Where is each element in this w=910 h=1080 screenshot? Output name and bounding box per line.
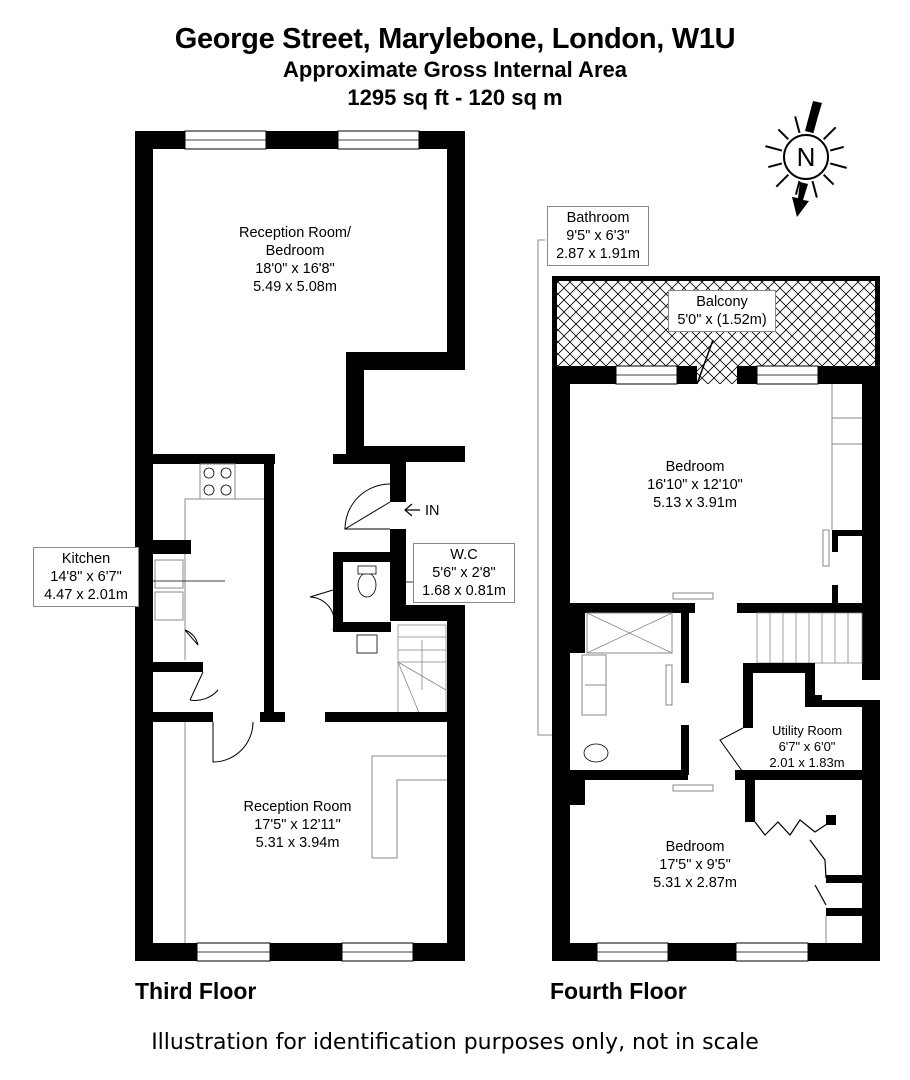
- room-label-wc: W.C 5'6" x 2'8" 1.68 x 0.81m: [413, 543, 515, 603]
- room-metric: 2.87 x 1.91m: [556, 246, 640, 262]
- room-metric: 5.49 x 5.08m: [253, 279, 337, 295]
- compass-north-label: N: [796, 142, 816, 172]
- room-label-bathroom: Bathroom 9'5" x 6'3" 2.87 x 1.91m: [547, 206, 649, 266]
- room-metric: 5.31 x 2.87m: [653, 875, 737, 891]
- room-label-reception: Reception Room 17'5" x 12'11" 5.31 x 3.9…: [225, 798, 370, 852]
- floor-label-fourth: Fourth Floor: [550, 978, 687, 1004]
- room-metric: 5.31 x 3.94m: [255, 835, 340, 851]
- room-metric: 1.68 x 0.81m: [422, 583, 506, 599]
- room-imperial: 14'8" x 6'7": [50, 569, 122, 585]
- room-metric: 5.13 x 3.91m: [653, 495, 737, 511]
- room-name: Balcony: [696, 294, 748, 310]
- room-metric: 2.01 x 1.83m: [769, 755, 845, 770]
- property-title: George Street, Marylebone, London, W1U: [174, 23, 736, 55]
- room-label-reception-bedroom: Reception Room/ Bedroom 18'0" x 16'8" 5.…: [220, 224, 370, 296]
- room-name: Bedroom: [665, 459, 725, 475]
- room-label-bedroom-2: Bedroom 17'5" x 9'5" 5.31 x 2.87m: [645, 838, 745, 892]
- room-name: Bedroom: [665, 839, 725, 855]
- entrance-label: IN: [425, 503, 440, 519]
- room-name: Reception Room/: [238, 225, 352, 241]
- room-imperial: 5'0" x (1.52m): [677, 312, 767, 328]
- room-name: Utility Room: [771, 723, 843, 738]
- room-imperial: 16'10" x 12'10": [647, 477, 743, 493]
- room-imperial: 18'0" x 16'8": [255, 261, 335, 277]
- third-floor-plan: [60, 130, 465, 962]
- room-name: W.C: [450, 547, 478, 563]
- room-label-balcony: Balcony 5'0" x (1.52m): [668, 290, 776, 332]
- compass-icon: [765, 101, 847, 217]
- header: George Street, Marylebone, London, W1U A…: [0, 22, 910, 112]
- room-label-kitchen: Kitchen 14'8" x 6'7" 4.47 x 2.01m: [33, 547, 139, 607]
- room-imperial: 5'6" x 2'8": [432, 565, 496, 581]
- room-name: Reception Room: [243, 799, 352, 815]
- room-label-bedroom-1: Bedroom 16'10" x 12'10" 5.13 x 3.91m: [640, 458, 750, 512]
- room-label-utility: Utility Room 6'7" x 6'0" 2.01 x 1.83m: [764, 723, 850, 771]
- room-imperial: 9'5" x 6'3": [566, 228, 630, 244]
- room-imperial: 17'5" x 9'5": [659, 857, 731, 873]
- disclaimer: Illustration for identification purposes…: [151, 1030, 759, 1055]
- room-name-line2: Bedroom: [265, 243, 325, 259]
- room-name: Bathroom: [566, 210, 630, 226]
- room-metric: 4.47 x 2.01m: [44, 587, 128, 603]
- room-imperial: 6'7" x 6'0": [778, 739, 836, 754]
- area-subtitle: Approximate Gross Internal Area: [283, 57, 627, 82]
- gross-area: 1295 sq ft - 120 sq m: [347, 85, 563, 110]
- floor-label-third: Third Floor: [135, 978, 257, 1004]
- room-imperial: 17'5" x 12'11": [254, 817, 341, 833]
- room-name: Kitchen: [61, 551, 111, 567]
